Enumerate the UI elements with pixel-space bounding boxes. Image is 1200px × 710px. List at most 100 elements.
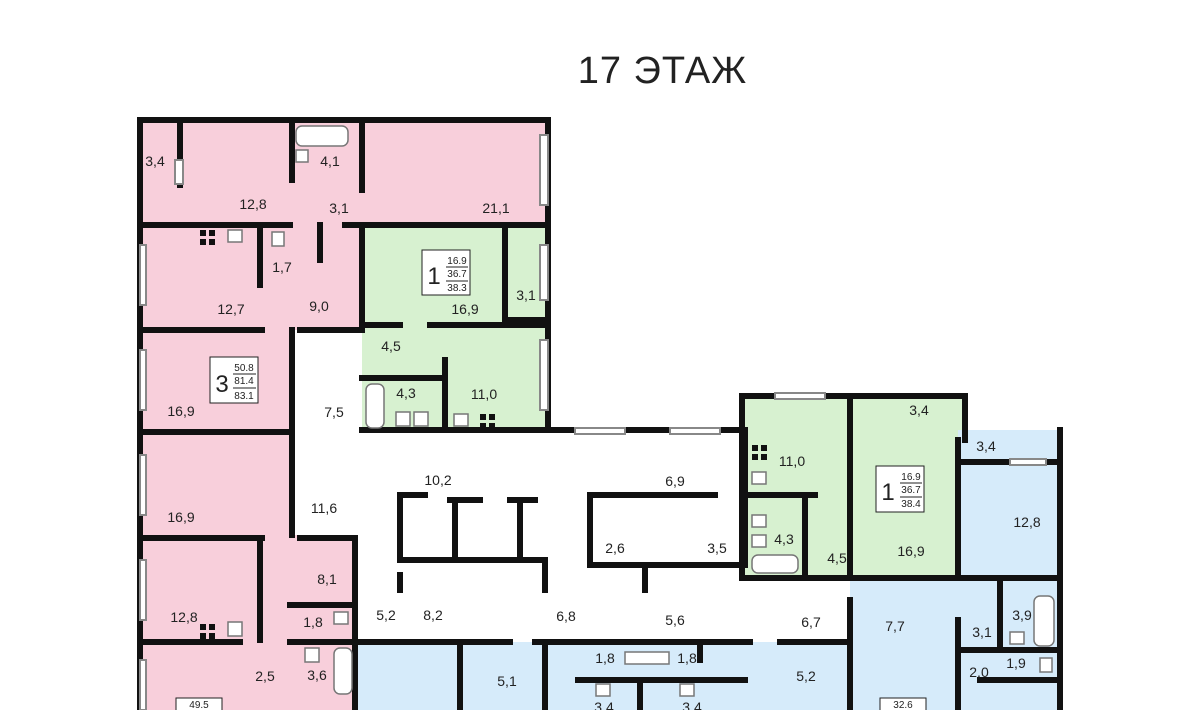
sink-icon	[679, 683, 695, 697]
area-label: 3,1	[516, 287, 536, 303]
wall-row-2	[137, 322, 551, 333]
area-label: 2,0	[969, 664, 989, 680]
fixtures	[227, 125, 1055, 697]
badge-living: 16.9	[447, 256, 467, 267]
badge-rooms: 1	[881, 479, 894, 506]
wall-blue-bottom	[457, 639, 748, 710]
wall-blue-hall	[847, 597, 961, 710]
badge-living: 49.5	[189, 700, 209, 710]
badge-rooms: 3	[215, 371, 228, 398]
badge-living: 50.8	[234, 363, 254, 374]
area-label: 7,7	[885, 618, 905, 634]
area-label: 1,7	[272, 259, 292, 275]
sink-icon	[453, 413, 469, 427]
badge-rooms: 1	[427, 263, 440, 290]
area-label: 6,9	[665, 473, 685, 489]
blue-zone-bottom	[358, 642, 750, 710]
apartment-badge-one-room-b: 1 16.9 36.7 38.4	[875, 465, 925, 513]
wall-green-b-inner	[739, 427, 968, 581]
apartment-badges: 3 50.8 81.4 83.1 1 16.9 36.7 38.3 1 16.9…	[175, 249, 927, 710]
area-label: 3,4	[594, 699, 614, 710]
area-label: 21,1	[482, 200, 509, 216]
blue-zone-bottom-2	[750, 642, 850, 710]
sink-icon	[227, 229, 243, 243]
area-label: 6,7	[801, 614, 821, 630]
area-label: 3,1	[972, 624, 992, 640]
bathtub-icon	[751, 554, 799, 574]
wall-green-balcony	[502, 222, 551, 323]
area-label: 7,5	[324, 404, 344, 420]
window-13	[1009, 458, 1047, 466]
badge-with-balcony: 38.4	[901, 499, 921, 510]
area-label: 4,5	[827, 550, 847, 566]
window-2	[539, 134, 549, 206]
bathtub-icon	[295, 125, 349, 147]
toilet-icon	[271, 231, 285, 247]
area-label: 6,8	[556, 608, 576, 624]
area-label: 4,1	[320, 153, 340, 169]
wall-bath-top	[289, 117, 365, 193]
window-9	[139, 659, 147, 710]
wall-pillars	[397, 562, 648, 593]
wall-blue-bath	[955, 575, 1063, 683]
area-label: 12,7	[217, 301, 244, 317]
window-12	[774, 392, 826, 400]
floor-title: 17 ЭТАЖ	[577, 50, 748, 92]
area-label: 10,2	[424, 472, 451, 488]
sink-icon	[751, 471, 767, 485]
badge-total: 81.4	[234, 376, 254, 387]
sink-icon	[395, 411, 411, 427]
area-label: 12,8	[170, 609, 197, 625]
area-label: 11,6	[311, 500, 337, 516]
area-label: 3,4	[682, 699, 702, 710]
window-8	[139, 559, 147, 621]
sink-icon	[304, 647, 320, 663]
area-label: 5,2	[796, 668, 816, 684]
apartment-badge-partial-left: 49.5	[175, 697, 223, 710]
room-fills	[140, 120, 1060, 710]
sink-icon	[595, 683, 611, 697]
area-label: 16,9	[451, 301, 478, 317]
bathtub-icon	[1033, 595, 1055, 647]
badge-living: 16.9	[901, 472, 921, 483]
area-label: 5,6	[665, 612, 685, 628]
area-label: 1,8	[303, 614, 323, 630]
badge-living: 32.6	[893, 700, 913, 710]
area-label: 3,6	[307, 667, 327, 683]
wall-shafts	[397, 492, 548, 563]
sink-icon	[295, 149, 309, 163]
stove-icons	[200, 230, 767, 639]
wall-lower	[137, 602, 358, 645]
area-label: 5,1	[497, 673, 517, 689]
apartment-badge-one-room-a: 1 16.9 36.7 38.3	[421, 249, 471, 296]
area-label: 1,8	[595, 650, 615, 666]
area-label: 4,5	[381, 338, 401, 354]
toilet-icon	[333, 611, 349, 625]
room-area-labels: 3,4 4,1 12,8 3,1 21,1 1,7 12,7 9,0 16,9 …	[145, 153, 1041, 710]
sink-icon	[227, 621, 243, 637]
walls	[137, 117, 1063, 710]
windows	[139, 134, 1047, 710]
area-label: 16,9	[167, 509, 194, 525]
area-label: 11,0	[779, 453, 805, 469]
area-label: 3,1	[329, 200, 349, 216]
window-11	[669, 427, 721, 435]
toilet-icon	[751, 534, 767, 548]
area-label: 3,4	[976, 438, 996, 454]
window-5	[139, 244, 147, 306]
area-label: 8,2	[423, 607, 443, 623]
wall-row-3	[137, 535, 358, 710]
area-label: 8,1	[317, 571, 337, 587]
area-label: 2,6	[605, 540, 625, 556]
area-label: 3,5	[707, 540, 727, 556]
bathtub-icon	[365, 383, 385, 429]
badge-total: 36.7	[447, 269, 467, 280]
area-label: 2,5	[255, 668, 275, 684]
toilet-icon	[624, 651, 670, 665]
area-label: 4,3	[396, 385, 416, 401]
window-3	[539, 244, 549, 301]
area-label: 1,9	[1006, 655, 1026, 671]
area-label: 16,9	[167, 403, 194, 419]
area-label: 1,8	[677, 650, 697, 666]
